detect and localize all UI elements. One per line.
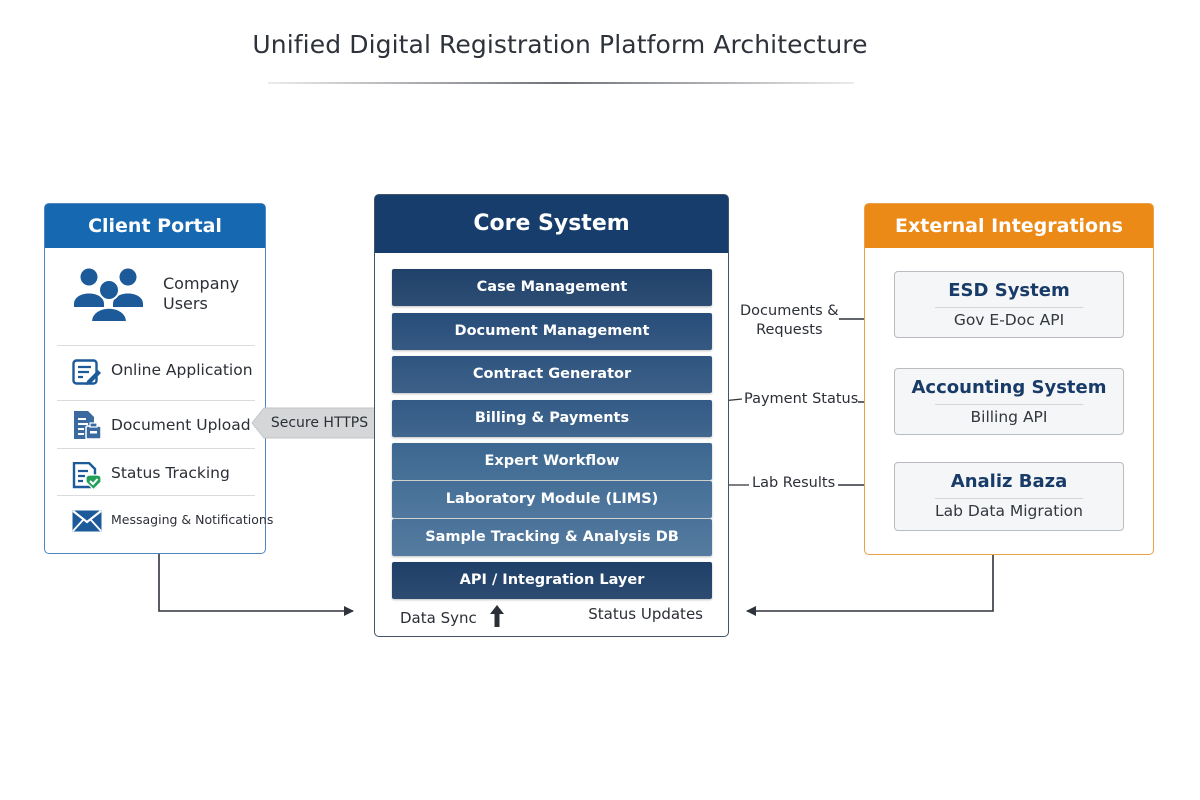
system-api: Billing API xyxy=(970,408,1048,426)
core-system-title: Core System xyxy=(375,195,728,253)
users-group-icon xyxy=(74,268,143,323)
core-module-billing-payments[interactable]: Billing & Payments xyxy=(392,400,712,437)
secure-https-connector: Secure HTTPS xyxy=(251,407,388,439)
feature-label: Status Tracking xyxy=(111,464,230,482)
status-updates-label: Status Updates xyxy=(588,605,703,623)
client-to-core-connector xyxy=(158,554,354,616)
feature-messaging[interactable]: Messaging & Notifications xyxy=(57,495,273,544)
feature-label: Messaging & Notifications xyxy=(111,512,274,527)
diagram-title: Unified Digital Registration Platform Ar… xyxy=(252,30,868,59)
up-arrow-icon xyxy=(489,605,504,627)
flow-label-lab-results: Lab Results xyxy=(752,474,836,493)
feature-label: Online Application xyxy=(111,361,253,379)
envelope-icon xyxy=(72,510,102,532)
external-system-esd[interactable]: ESD System Gov E-Doc API xyxy=(894,271,1124,338)
status-check-icon xyxy=(72,462,102,490)
company-users: Company Users xyxy=(73,266,253,326)
title-divider xyxy=(268,82,854,84)
system-api: Gov E-Doc API xyxy=(953,311,1065,329)
system-api: Lab Data Migration xyxy=(935,502,1083,520)
system-name: ESD System xyxy=(948,280,1070,301)
core-module-api-integration-layer[interactable]: API / Integration Layer xyxy=(392,562,712,599)
users-label-line1: Company xyxy=(163,274,240,293)
client-portal-title: Client Portal xyxy=(45,204,265,248)
external-integrations-panel: External Integrations ESD System Gov E-D… xyxy=(864,203,1154,555)
flow-label-documents: Documents & Requests xyxy=(740,302,839,340)
external-system-analiz-baza[interactable]: Analiz Baza Lab Data Migration xyxy=(894,462,1124,531)
flow-label-line: Requests xyxy=(756,322,823,338)
core-module-expert-workflow[interactable]: Expert Workflow xyxy=(392,443,712,480)
data-sync-label: Data Sync xyxy=(400,605,504,627)
document-upload-icon xyxy=(74,411,102,440)
system-name: Analiz Baza xyxy=(950,471,1068,492)
company-users-label: Company Users xyxy=(163,274,239,314)
flow-label-line: Documents & xyxy=(740,303,839,319)
external-integrations-title: External Integrations xyxy=(865,204,1153,248)
edit-form-icon xyxy=(72,359,101,385)
core-module-contract-generator[interactable]: Contract Generator xyxy=(392,356,712,393)
core-module-laboratory-module-lims[interactable]: Laboratory Module (LIMS) xyxy=(392,481,712,518)
feature-document-upload[interactable]: Document Upload xyxy=(57,400,255,449)
feature-label: Document Upload xyxy=(111,416,251,434)
users-label-line2: Users xyxy=(163,294,208,313)
system-name: Accounting System xyxy=(911,377,1107,398)
feature-online-application[interactable]: Online Application xyxy=(57,345,255,394)
flow-label-payment-status: Payment Status xyxy=(744,390,859,409)
secure-https-label: Secure HTTPS xyxy=(270,415,369,431)
client-portal-panel: Client Portal Company Users Online Appli… xyxy=(44,203,273,554)
feature-status-tracking[interactable]: Status Tracking xyxy=(57,448,255,497)
data-sync-text: Data Sync xyxy=(400,609,477,627)
system-divider xyxy=(935,307,1083,308)
core-module-sample-tracking-analysis-db[interactable]: Sample Tracking & Analysis DB xyxy=(392,519,712,556)
system-divider xyxy=(935,404,1083,405)
system-divider xyxy=(935,498,1083,499)
external-system-accounting[interactable]: Accounting System Billing API xyxy=(894,368,1124,435)
core-module-document-management[interactable]: Document Management xyxy=(392,313,712,350)
external-to-core-connector xyxy=(746,555,994,616)
core-module-case-management[interactable]: Case Management xyxy=(392,269,712,306)
